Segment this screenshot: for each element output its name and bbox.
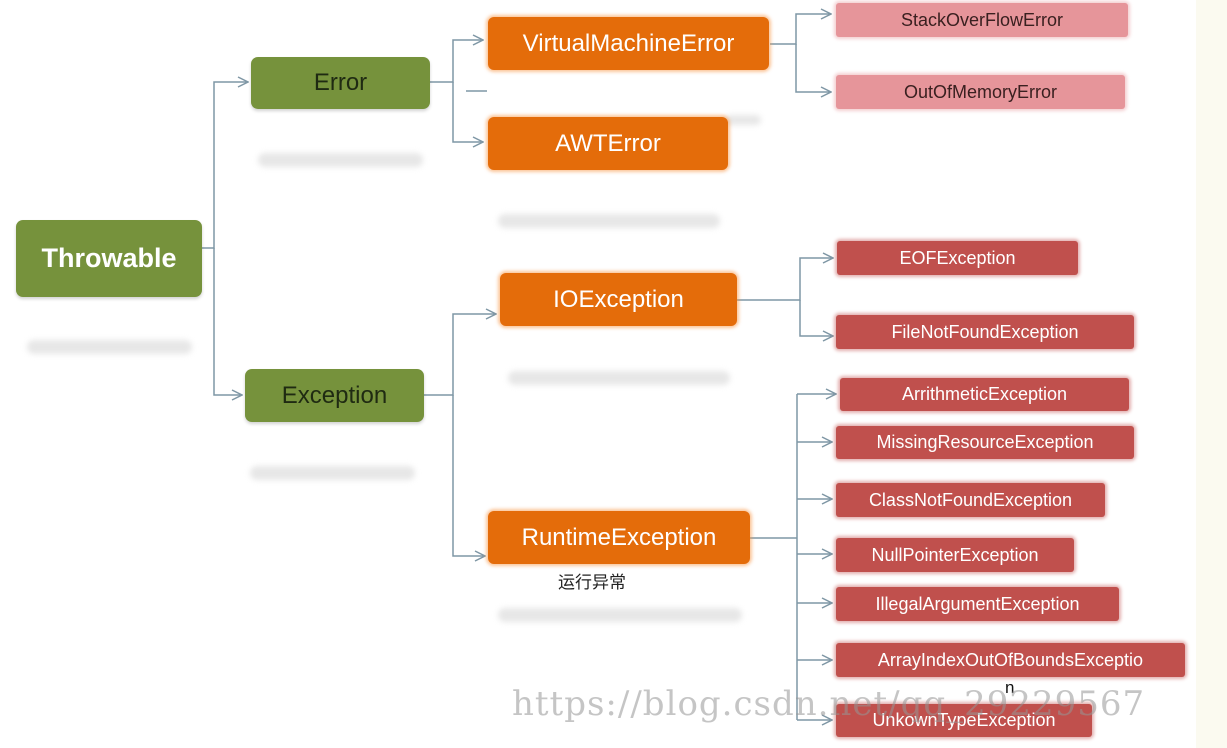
- node-null-pointer-exception: NullPointerException: [836, 538, 1074, 572]
- right-edge-strip: [1196, 0, 1227, 748]
- node-io-exception: IOException: [500, 273, 737, 326]
- node-throwable: Throwable: [16, 220, 202, 297]
- connector-error-awt: [452, 82, 483, 142]
- blurred-shadow-bar: [725, 115, 761, 125]
- node-unknown-type-exception: UnkownTypeException: [836, 704, 1092, 737]
- blurred-shadow-bar: [250, 466, 415, 480]
- node-file-not-found-exception-label: FileNotFoundException: [891, 321, 1079, 342]
- blurred-shadow-bar: [498, 214, 720, 228]
- node-runtime-exception: RuntimeException: [488, 511, 750, 564]
- node-null-pointer-exception-label: NullPointerException: [871, 544, 1039, 565]
- node-eof-exception-label: EOFException: [899, 247, 1016, 268]
- node-exception-label: Exception: [281, 381, 388, 409]
- node-stack-overflow-error-label: StackOverFlowError: [900, 9, 1064, 30]
- connector-io-filenotfound: [799, 300, 833, 336]
- connector-io-eof: [737, 258, 833, 301]
- watermark-text: https://blog.csdn.net/qq_29229567: [512, 684, 1146, 724]
- node-virtual-machine-error: VirtualMachineError: [488, 17, 769, 70]
- node-unknown-type-exception-label: UnkownTypeException: [872, 710, 1056, 730]
- blurred-shadow-bar: [258, 153, 423, 167]
- node-awt-error: AWTError: [488, 117, 728, 170]
- node-illegal-argument-exception-label: IllegalArgumentException: [875, 593, 1080, 614]
- node-exception: Exception: [245, 369, 424, 422]
- connector-error-vme: [430, 40, 483, 83]
- connector-vme-stackoverflow: [770, 14, 831, 45]
- blurred-shadow-bar: [498, 608, 742, 622]
- node-error: Error: [251, 57, 430, 109]
- node-missing-resource-exception: MissingResourceException: [836, 426, 1134, 459]
- node-array-index-exception: ArrayIndexOutOfBoundsExceptio: [836, 643, 1185, 677]
- node-arithmetic-exception: ArrithmeticException: [840, 378, 1129, 411]
- blurred-shadow-bar: [508, 371, 730, 385]
- node-array-index-exception-label: ArrayIndexOutOfBoundsExceptio: [877, 649, 1144, 670]
- node-class-not-found-exception: ClassNotFoundException: [836, 483, 1105, 517]
- node-illegal-argument-exception: IllegalArgumentException: [836, 587, 1119, 621]
- node-out-of-memory-error-label: OutOfMemoryError: [903, 81, 1058, 102]
- node-class-not-found-exception-label: ClassNotFoundException: [868, 489, 1073, 510]
- node-out-of-memory-error: OutOfMemoryError: [836, 75, 1125, 109]
- node-missing-resource-exception-label: MissingResourceException: [876, 432, 1094, 452]
- connector-exception-io: [424, 314, 496, 396]
- blurred-shadow-bar: [27, 340, 192, 354]
- node-throwable-label: Throwable: [41, 243, 177, 273]
- node-awt-error-label: AWTError: [555, 129, 661, 157]
- connector-vme-outofmemory: [795, 44, 831, 92]
- array-index-exception-overflow-text: n: [1005, 678, 1015, 697]
- node-file-not-found-exception: FileNotFoundException: [836, 315, 1134, 349]
- connector-throwable-exception: [213, 248, 242, 395]
- node-runtime-exception-label: RuntimeException: [521, 523, 717, 551]
- node-virtual-machine-error-label: VirtualMachineError: [522, 29, 735, 57]
- node-stack-overflow-error: StackOverFlowError: [836, 3, 1128, 37]
- node-arithmetic-exception-label: ArrithmeticException: [901, 384, 1068, 404]
- connector-exception-runtime: [452, 395, 485, 556]
- runtime-exception-note: 运行异常: [558, 573, 626, 593]
- node-io-exception-label: IOException: [553, 285, 684, 313]
- connector-throwable-error: [202, 82, 248, 249]
- node-eof-exception: EOFException: [837, 241, 1078, 275]
- node-error-label: Error: [313, 69, 368, 96]
